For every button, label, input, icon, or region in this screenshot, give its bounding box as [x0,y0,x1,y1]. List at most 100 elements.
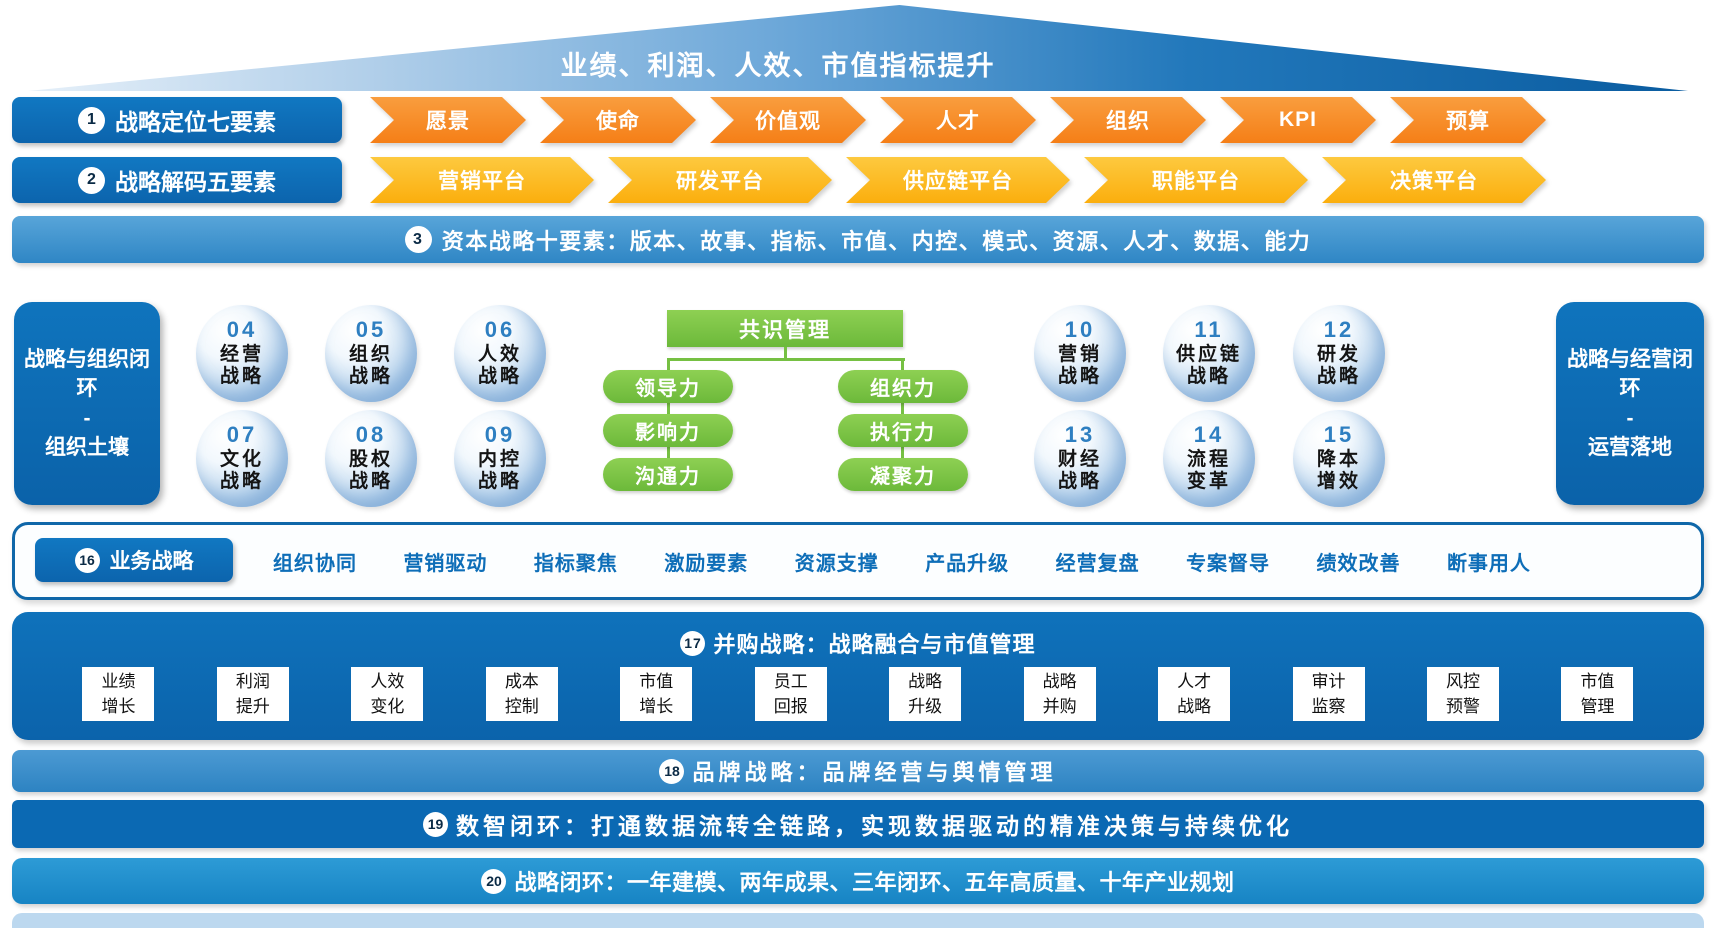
ma-box-line1: 业绩 [101,671,136,691]
arrow-item: 职能平台 [1084,157,1308,203]
arrow-item: 人才 [880,97,1036,143]
ma-box: 利润提升 [216,667,289,721]
ma-strategy-panel: 17 并购战略：战略融合与市值管理 业绩增长 利润提升 人效变化 成本控制 市值… [12,612,1704,740]
sphere-04: 04 经营 战略 [196,305,288,402]
middle-section: 战略与组织闭环 - 组织土壤 04 经营 战略 05 组织 战略 06 人效 战… [0,272,1716,514]
ma-box-line2: 并购 [1042,697,1077,716]
row16-number-badge: 16 [74,547,100,573]
consensus-root-box: 共识管理 [667,310,903,347]
sphere-line2: 战略 [1057,471,1102,492]
ma-box-line1: 战略 [908,671,943,691]
ma-box-line1: 人效 [370,671,405,691]
sphere-line2: 战略 [219,366,264,387]
pill-organization: 组织力 [838,370,968,403]
row2-arrows: 营销平台 研发平台 供应链平台 职能平台 决策平台 [370,157,1546,203]
sphere-line1: 研发 [1316,344,1361,366]
biz-item: 营销驱动 [403,552,488,575]
ma-strategy-title: 17 并购战略：战略融合与市值管理 [12,627,1704,659]
row1-label-text: 战略定位七要素 [115,109,276,135]
sphere-line2: 增效 [1316,471,1361,492]
tree-connector [901,447,904,458]
ma-strategy-boxes: 业绩增长 利润提升 人效变化 成本控制 市值增长 员工回报 战略升级 战略并购 … [20,667,1696,721]
ma-box-line2: 变化 [370,697,405,716]
pill-execution: 执行力 [838,414,968,447]
arrow-item: 供应链平台 [846,157,1070,203]
ma-box-line2: 提升 [235,697,270,716]
row2-number-badge: 2 [78,166,105,194]
biz-item: 绩效改善 [1316,552,1401,575]
row3-number-badge: 3 [404,226,432,253]
tree-connector [667,403,670,414]
sphere-13: 13 财经 战略 [1034,410,1126,507]
arrow-item: KPI [1220,97,1376,143]
sphere-line1: 营销 [1057,344,1102,366]
sphere-number: 10 [1064,317,1096,343]
right-loop-title: 战略与经营闭环 [1567,347,1693,401]
sphere-number: 05 [355,317,387,343]
sphere-line1: 人效 [477,344,522,366]
sphere-14: 14 流程 变革 [1163,410,1255,507]
brand-strategy-bar: 18 品牌战略：品牌经营与舆情管理 [12,750,1704,792]
business-strategy-bar: 16 业务战略 组织协同 营销驱动 指标聚焦 激励要素 资源支撑 产品升级 经营… [12,522,1704,600]
ma-box-line2: 战略 [1177,697,1212,716]
sphere-10: 10 营销 战略 [1034,305,1126,402]
business-strategy-label: 16 业务战略 [35,538,233,582]
ma-box-line2: 增长 [639,697,674,716]
sphere-number: 08 [355,422,387,448]
ma-box: 战略升级 [889,667,962,721]
sphere-number: 09 [484,422,516,448]
tree-connector [784,347,787,358]
sphere-06: 06 人效 战略 [454,305,546,402]
left-loop-divider: - [83,406,91,430]
ma-box-line2: 预警 [1445,697,1480,716]
ma-box: 人才战略 [1158,667,1231,721]
arrow-item: 预算 [1390,97,1546,143]
sphere-number: 15 [1323,422,1355,448]
sphere-05: 05 组织 战略 [325,305,417,402]
strategy-loop-bar: 20 战略闭环：一年建模、两年成果、三年闭环、五年高质量、十年产业规划 [12,858,1704,904]
biz-item: 资源支撑 [794,552,879,575]
ma-box-line1: 员工 [773,671,808,691]
arrow-item: 价值观 [710,97,866,143]
sphere-08: 08 股权 战略 [325,410,417,507]
ma-box-line2: 升级 [908,697,943,716]
sphere-15: 15 降本 增效 [1293,410,1385,507]
sphere-line2: 战略 [477,366,522,387]
sphere-09: 09 内控 战略 [454,410,546,507]
sphere-line1: 流程 [1186,449,1231,471]
sphere-line1: 内控 [477,449,522,471]
tree-connector [667,358,905,361]
sphere-line2: 战略 [477,471,522,492]
right-loop-box: 战略与经营闭环 - 运营落地 [1556,302,1704,505]
sphere-number: 06 [484,317,516,343]
arrow-item: 使命 [540,97,696,143]
ma-box-line2: 回报 [773,697,808,716]
row19-number-badge: 19 [423,811,448,837]
sphere-line2: 战略 [1316,366,1361,387]
ma-box-line1: 市值 [1580,671,1615,691]
biz-item: 经营复盘 [1055,552,1140,575]
ma-box-line1: 利润 [235,671,270,691]
sphere-line2: 战略 [1057,366,1102,387]
row17-title-text: 并购战略：战略融合与市值管理 [713,632,1036,657]
sphere-line2: 变革 [1186,471,1231,492]
row2-label: 2 战略解码五要素 [12,157,342,203]
left-loop-box: 战略与组织闭环 - 组织土壤 [14,302,160,505]
ma-box-line1: 成本 [504,671,539,691]
sphere-line1: 文化 [219,449,264,471]
ma-box-line2: 增长 [101,697,136,716]
ma-box: 成本控制 [485,667,558,721]
biz-item: 断事用人 [1446,552,1531,575]
row17-number-badge: 17 [680,630,706,656]
ma-box: 市值增长 [620,667,693,721]
biz-item: 产品升级 [925,552,1010,575]
ma-box-line1: 战略 [1042,671,1077,691]
sphere-line1: 组织 [348,344,393,366]
sphere-11: 11 供应链 战略 [1163,305,1255,402]
ma-box: 市值管理 [1561,667,1634,721]
ma-box: 业绩增长 [82,667,155,721]
sphere-line1: 降本 [1316,449,1361,471]
tree-connector [901,358,904,370]
left-loop-subtitle: 组织土壤 [45,435,129,459]
digital-loop-bar: 19 数智闭环：打通数据流转全链路，实现数据驱动的精准决策与持续优化 [12,800,1704,848]
